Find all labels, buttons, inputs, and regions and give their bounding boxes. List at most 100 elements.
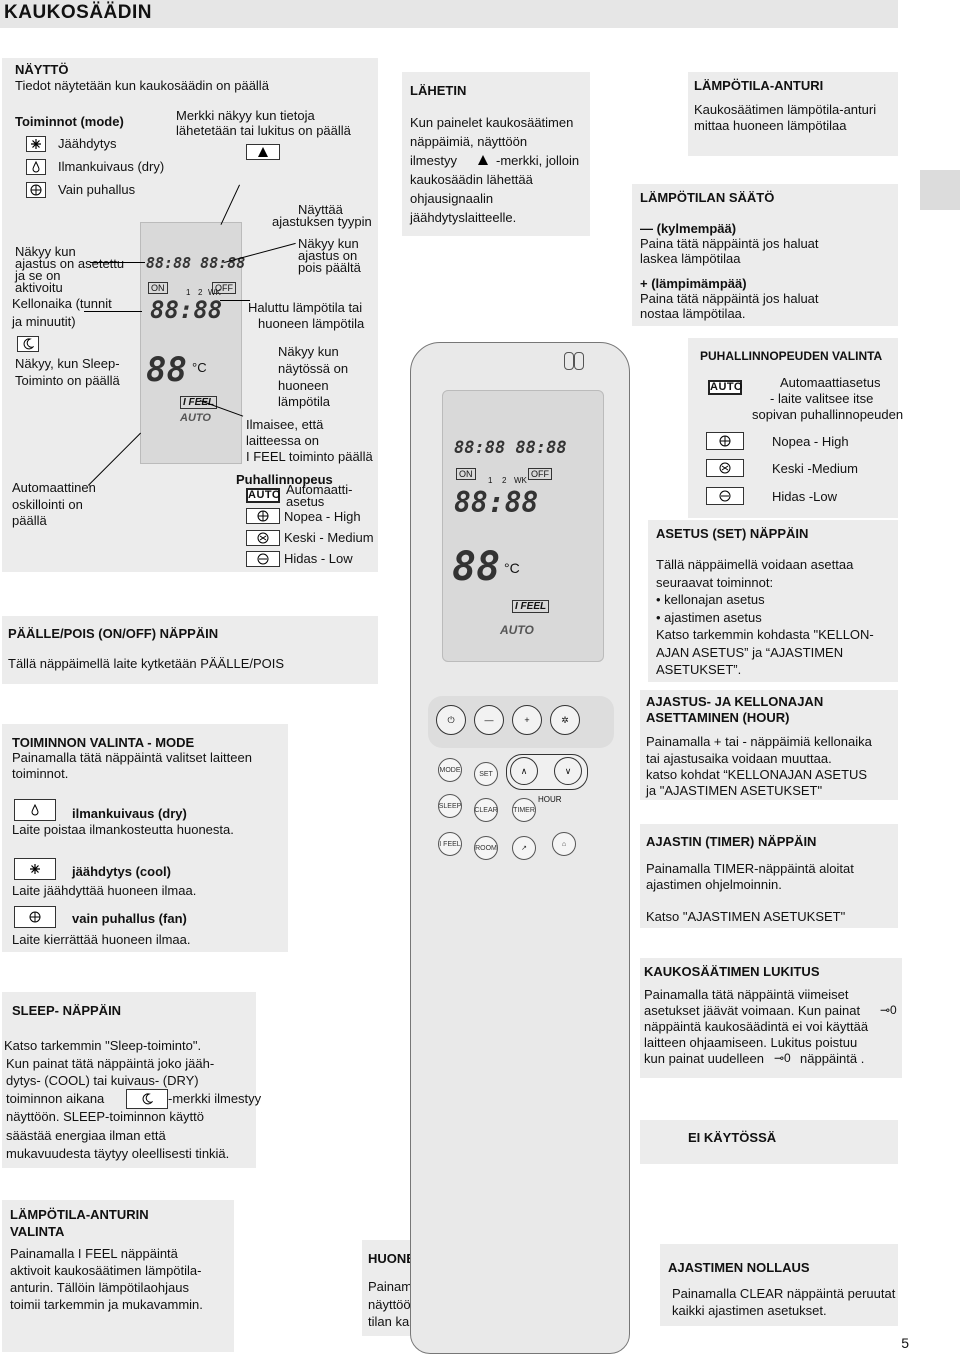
hour-down-button[interactable]: ∨ xyxy=(554,757,582,785)
onoff-text: Tällä näppäimellä laite kytketään PÄÄLLE… xyxy=(8,656,285,671)
set-line-7: ASETUKSET”. xyxy=(656,662,742,677)
sleep-icon xyxy=(17,336,39,352)
lcd-big-clock: 88:88 xyxy=(150,296,223,324)
fan-auto-2: asetus xyxy=(286,494,325,509)
mode-heading: TOIMINNON VALINTA - MODE xyxy=(12,735,195,750)
lcd-1: 1 xyxy=(186,288,191,297)
ifeel-button[interactable]: I FEEL xyxy=(438,832,462,856)
pointer-line xyxy=(220,300,250,301)
mode-text-2: toiminnot. xyxy=(12,766,69,781)
fan-speed-title: Puhallinnopeus xyxy=(236,472,333,487)
temp-minus-line-1: Paina tätä näppäintä jos haluat xyxy=(640,236,819,251)
ifeel-desc-2: laitteessa on xyxy=(246,433,319,448)
fan-select-auto-3: sopivan puhallinnopeuden xyxy=(752,407,904,422)
hour-up-button[interactable]: ∧ xyxy=(510,757,538,785)
power-button[interactable]: ⏻ xyxy=(436,705,466,735)
pointer-line xyxy=(84,311,142,312)
sensor-section xyxy=(688,72,898,156)
set-line-2: seuraavat toiminnot: xyxy=(656,575,774,590)
sleep-button[interactable]: SLEEP xyxy=(438,794,462,818)
osc-desc-3: päällä xyxy=(12,513,47,528)
lcd-auto: AUTO xyxy=(180,412,211,424)
mode-text-1: Painamalla tätä näppäintä valitset laitt… xyxy=(12,750,252,765)
hour-line-1: Painamalla + tai - näppäimiä kellonaika xyxy=(646,734,872,749)
fan-select-auto-2: - laite valitsee itse xyxy=(770,391,874,406)
timer-reset-section xyxy=(660,1244,898,1326)
temp-up-button[interactable]: + xyxy=(512,705,542,735)
temp-plus-line-2: nostaa lämpötilaa. xyxy=(640,306,746,321)
room-button-label: ROOM xyxy=(475,844,497,852)
room-shown-2: näytössä on xyxy=(278,361,349,376)
lcd-clock: 88:88 88:88 xyxy=(146,254,246,272)
lcd-off: OFF xyxy=(212,282,236,294)
timer-off-1: Näkyy kun xyxy=(298,236,359,251)
set-button-label: SET xyxy=(479,770,493,778)
transmitter-line-7: jäähdytyslaitteelle. xyxy=(410,210,517,225)
sleep-line-1: Katso tarkemmin "Sleep-toiminto". xyxy=(4,1038,202,1053)
room-button[interactable]: ROOM xyxy=(474,836,498,860)
remote-lcd-clock: 88:88 88:88 xyxy=(454,438,567,458)
lock-line-3: näppäintä kaukosäädintä ei voi käyttää xyxy=(644,1019,869,1034)
sensor-select-line-3: anturin. Tällöin lämpötilaohjaus xyxy=(10,1280,189,1295)
desired-temp-1: Haluttu lämpötila tai xyxy=(248,300,363,315)
room-shown-3: huoneen xyxy=(278,378,329,393)
transmitter-line-6: ohjausignaalin xyxy=(410,191,494,206)
set-button[interactable]: SET xyxy=(474,762,498,786)
not-used-button[interactable]: ⌂ xyxy=(552,832,576,856)
room-shown-4: lämpötila xyxy=(278,394,331,409)
remote-lcd-celsius: °C xyxy=(504,560,520,576)
page-number: 5 xyxy=(901,1335,909,1351)
mode-fan-label: Vain puhallus xyxy=(58,182,136,197)
sensor-select-heading-1: LÄMPÖTILA-ANTURIN xyxy=(10,1207,149,1222)
temp-down-button[interactable]: — xyxy=(474,705,504,735)
fan-icon xyxy=(14,906,56,928)
sleep-heading: SLEEP- NÄPPÄIN xyxy=(12,1003,122,1018)
fan-high-icon xyxy=(246,508,280,524)
key-icon: ⊸0 xyxy=(774,1051,791,1065)
auto-icon: AUTO xyxy=(246,488,281,503)
dry-icon xyxy=(14,799,56,821)
fan-title: vain puhallus (fan) xyxy=(72,911,187,926)
sleep-line-5: -merkki ilmestyy xyxy=(168,1091,262,1106)
osc-desc-2: oskillointi on xyxy=(12,497,83,512)
timer-button-label: TIMER xyxy=(513,806,535,814)
timer-set-4: aktivoitu xyxy=(15,280,63,295)
mode-button[interactable]: MODE xyxy=(438,758,462,782)
sensor-line-2: mittaa huoneen lämpötilaa xyxy=(694,118,847,133)
fan-high-label: Nopea - High xyxy=(284,509,361,524)
sleep-line-2: Kun painat tätä näppäintä joko jääh- xyxy=(6,1056,215,1071)
timer-off-3: pois päältä xyxy=(298,260,361,275)
temp-minus-line-2: laskea lämpötilaa xyxy=(640,251,741,266)
sleep-line-7: säästää energiaa ilman että xyxy=(6,1128,166,1143)
remote-lcd-temp: 88 xyxy=(452,544,501,590)
fan-high-icon xyxy=(706,432,744,450)
fan-auto-1: Automaatti- xyxy=(286,482,353,497)
lock-line-2: asetukset jäävät voimaan. Kun painat xyxy=(644,1003,861,1018)
hour-line-4: ja "AJASTIMEN ASETUKSET" xyxy=(646,783,823,798)
temp-minus-title: — (kylmempää) xyxy=(640,221,737,236)
timer-type-2: ajastuksen tyypin xyxy=(272,214,372,229)
ifeel-button-label: I FEEL xyxy=(439,840,461,848)
sensor-window xyxy=(574,352,584,370)
modes-title: Toiminnot (mode) xyxy=(15,114,124,129)
temp-plus-line-1: Paina tätä näppäintä jos haluat xyxy=(640,291,819,306)
fan-icon xyxy=(26,182,46,198)
sleep-section xyxy=(2,992,256,1168)
lcd-temp: 88 xyxy=(146,350,187,390)
auto-icon: AUTO xyxy=(708,380,743,395)
sleep-desc-1: Näkyy, kun Sleep- xyxy=(15,356,120,371)
title-bar: KAUKOSÄÄDIN xyxy=(0,0,898,28)
clear-button-label: CLEAR xyxy=(474,806,498,814)
set-line-4: • ajastimen asetus xyxy=(656,610,762,625)
fan-med-label: Keski - Medium xyxy=(284,530,374,545)
cool-icon xyxy=(14,858,56,880)
timer-button[interactable]: TIMER xyxy=(512,798,536,822)
page-title: KAUKOSÄÄDIN xyxy=(4,2,152,23)
clear-button[interactable]: CLEAR xyxy=(474,798,498,822)
fan-speed-button[interactable]: ✲ xyxy=(550,705,580,735)
not-used-label: EI KÄYTÖSSÄ xyxy=(688,1130,777,1145)
lcd-on: ON xyxy=(148,282,168,294)
hour-section xyxy=(640,690,898,800)
transmitter-line-5: kaukosäädin lähettää xyxy=(410,172,533,187)
lock-button[interactable]: ↗ xyxy=(512,836,536,860)
